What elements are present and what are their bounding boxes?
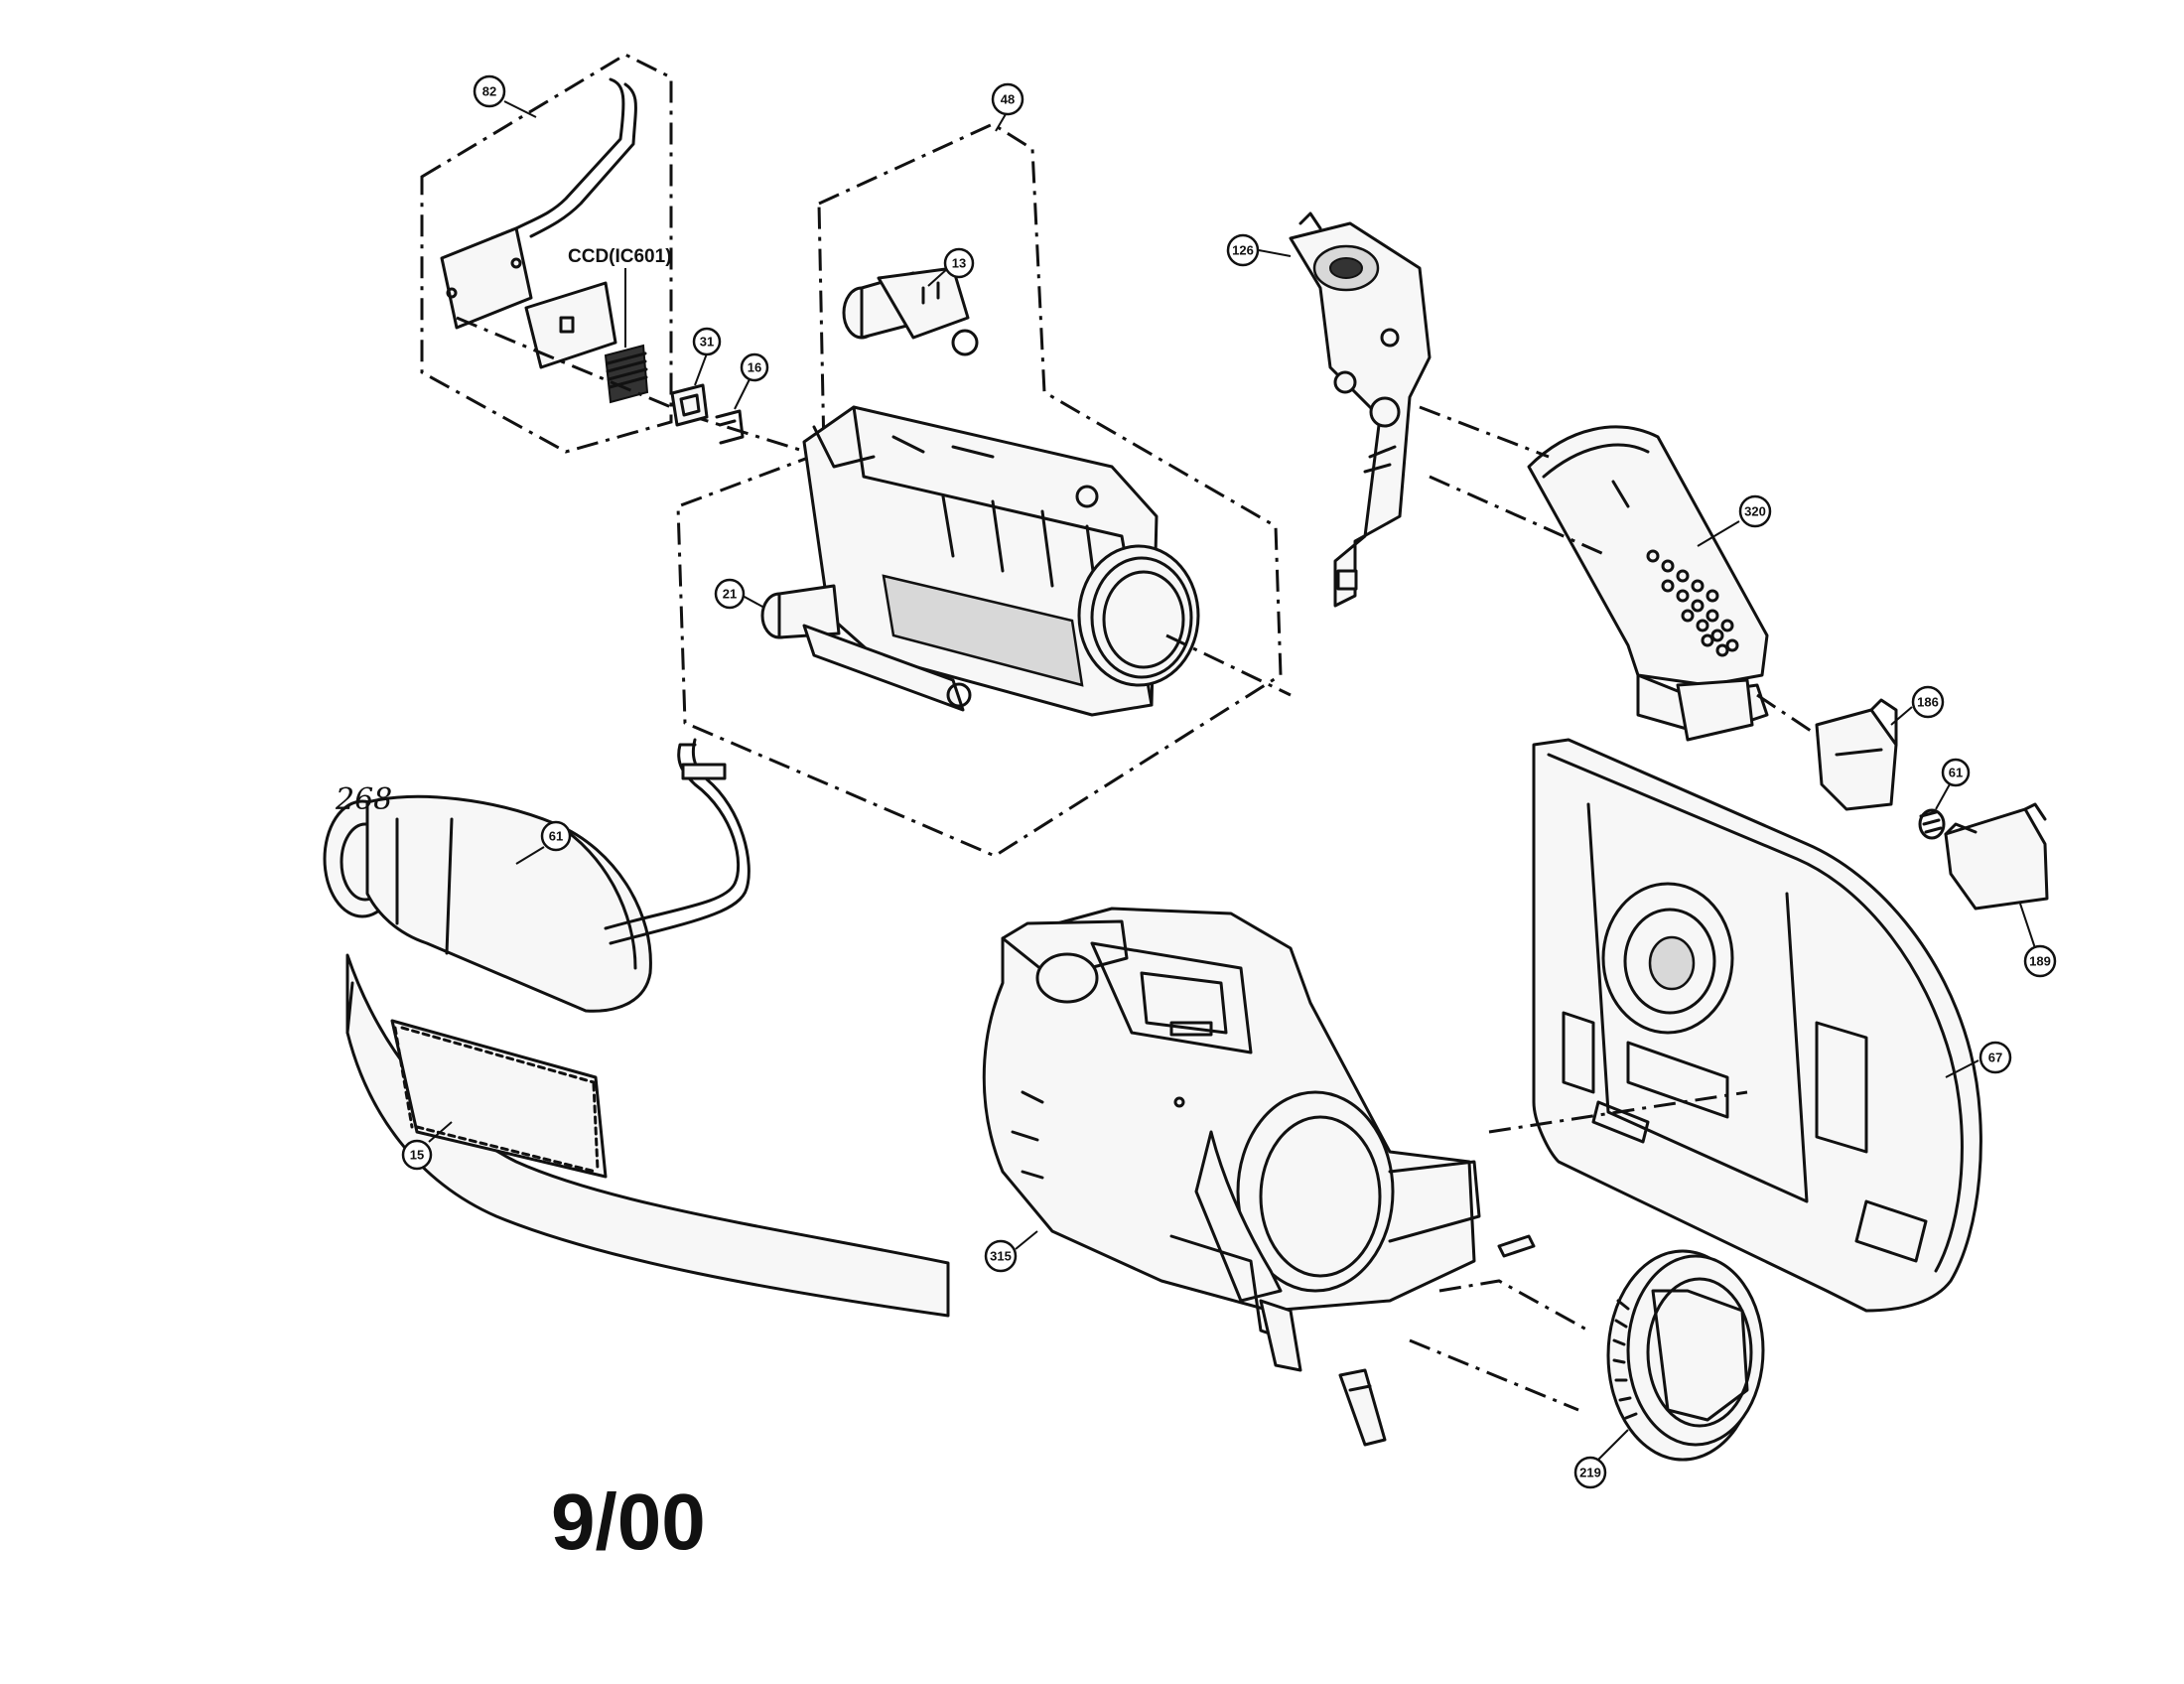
callout-48: 48 (991, 82, 1024, 132)
cover-cap-189 (1944, 802, 2049, 911)
lens-axis-line (1165, 633, 1292, 697)
connection-line (1438, 1279, 1589, 1333)
ccd-flex-cable-edge (529, 82, 637, 238)
svg-text:48: 48 (1001, 92, 1015, 107)
svg-text:67: 67 (1988, 1051, 2002, 1065)
lens-ring-219 (1606, 1249, 1765, 1462)
callout-82: 82 (473, 74, 537, 118)
svg-text:21: 21 (723, 587, 737, 602)
ccd-board-plate (440, 226, 533, 330)
small-clip (1497, 1234, 1536, 1258)
spring-part-61 (1918, 808, 1946, 840)
svg-text:13: 13 (952, 256, 966, 271)
lens-group-boundary (676, 122, 1283, 858)
callout-320: 320 (1697, 494, 1772, 547)
side-cover-320 (1527, 425, 1769, 742)
lens-unit-assembly (676, 122, 1292, 858)
callout-61-viewfinder: 61 (515, 820, 572, 865)
callout-67: 67 (1945, 1041, 2012, 1078)
svg-text:82: 82 (482, 84, 496, 99)
lens-block (802, 405, 1200, 717)
callout-189: 189 (2019, 903, 2057, 978)
svg-text:31: 31 (700, 335, 714, 350)
callout-219: 219 (1573, 1429, 1629, 1489)
svg-text:61: 61 (1949, 766, 1963, 780)
callout-15: 15 (401, 1121, 453, 1171)
control-bracket-126 (1289, 211, 1432, 608)
callout-13: 13 (927, 247, 975, 287)
svg-text:16: 16 (748, 360, 761, 375)
connection-line (1488, 1090, 1748, 1134)
callout-31: 31 (692, 327, 722, 386)
callout-126: 126 (1226, 233, 1292, 267)
ccd-label: CCD(IC601) (568, 246, 672, 267)
svg-text:219: 219 (1579, 1466, 1601, 1480)
holder-slot (559, 316, 575, 334)
ccd-board-assembly: CCD(IC601) (420, 53, 855, 469)
connection-line (1419, 405, 1550, 459)
svg-text:61: 61 (549, 829, 563, 844)
board-screw-hole (510, 257, 522, 269)
connection-line (1409, 1338, 1579, 1412)
viewfinder-61 (323, 738, 751, 1013)
ccd-group-boundary (420, 53, 673, 454)
zoom-motor-13 (842, 266, 979, 356)
svg-text:320: 320 (1744, 504, 1766, 519)
handwritten-note: 268 (335, 782, 392, 817)
small-bracket (1338, 1368, 1387, 1447)
svg-text:186: 186 (1917, 695, 1939, 710)
callout-16: 16 (734, 352, 769, 410)
case-half-67 (1532, 738, 1982, 1313)
grip-dots (1646, 549, 1739, 657)
hand-strap-15 (345, 953, 950, 1318)
svg-text:15: 15 (410, 1148, 424, 1163)
ccd-flex-cable (489, 77, 625, 240)
callout-315: 315 (984, 1230, 1038, 1273)
page-code: 9/00 (551, 1477, 706, 1566)
front-case-315 (982, 907, 1481, 1372)
spring-part-16 (715, 409, 745, 445)
ccd-chip (604, 344, 649, 404)
filter-part-31 (670, 383, 709, 427)
callout-21: 21 (714, 578, 765, 610)
connection-line (1429, 475, 1609, 558)
focus-motor-21 (760, 584, 972, 712)
ccd-holder (524, 281, 617, 369)
bracket-part-186 (1815, 698, 1898, 811)
svg-text:189: 189 (2029, 954, 2051, 969)
svg-text:315: 315 (990, 1249, 1012, 1264)
connection-line (1756, 693, 1818, 737)
board-screw-hole (446, 287, 458, 299)
callout-186: 186 (1890, 685, 1945, 726)
callout-61-spring: 61 (1935, 758, 1971, 810)
svg-text:126: 126 (1232, 243, 1254, 258)
ccd-alignment-line (456, 316, 855, 469)
